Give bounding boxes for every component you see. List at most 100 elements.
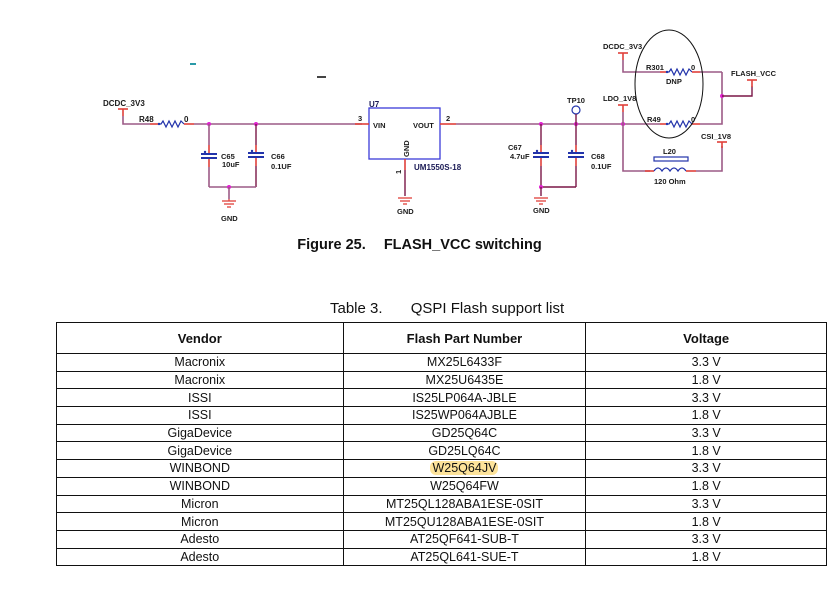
c66-ref: C66 — [271, 152, 285, 161]
part-number-cell: W25Q64FW — [342, 476, 587, 496]
voltage-cell: 3.3 V — [585, 494, 827, 514]
voltage-cell: 3.3 V — [585, 388, 827, 408]
voltage-cell: 1.8 V — [585, 547, 827, 567]
resistor-r48: R48 0 — [139, 115, 189, 129]
part-number-cell: MX25U6435E — [342, 370, 587, 390]
vendor-cell: GigaDevice — [56, 441, 344, 461]
voltage-cell: 3.3 V — [585, 529, 827, 549]
capacitor-c68: C68 0.1UF — [568, 124, 612, 187]
r48-value: 0 — [184, 115, 189, 124]
c68-ref: C68 — [591, 152, 605, 161]
u7-part-number: UM1550S-18 — [414, 163, 462, 172]
c65-value: 10uF — [222, 160, 240, 169]
gnd-label-u7: GND — [397, 207, 414, 216]
figure-number: Figure 25. — [297, 237, 366, 253]
vendor-cell: Micron — [56, 494, 344, 514]
vendor-cell: Macronix — [56, 353, 344, 372]
part-number-cell: AT25QL641-SUE-T — [342, 547, 587, 567]
u7-pin2: 2 — [446, 114, 450, 123]
resistor-r49: R49 0 — [647, 115, 695, 129]
flash-vcc-schematic: DCDC_3V3 R48 0 C65 10uF C66 0.1UF — [103, 29, 777, 223]
header-flash-part-number: Flash Part Number — [342, 322, 587, 354]
u7-vout-label: VOUT — [413, 121, 434, 130]
r301-dnp-note: DNP — [666, 77, 682, 86]
c65-ref: C65 — [221, 152, 235, 161]
figure-caption: Figure 25. FLASH_VCC switching — [0, 237, 839, 253]
gnd-symbol-left: GND — [221, 187, 238, 223]
vendor-cell: Macronix — [56, 370, 344, 390]
vendor-cell: Micron — [56, 512, 344, 531]
u7-ref: U7 — [369, 100, 380, 109]
r48-ref: R48 — [139, 115, 154, 124]
table-caption: Table 3. QSPI Flash support list — [330, 300, 564, 317]
vendor-cell: ISSI — [56, 406, 344, 425]
voltage-cell: 1.8 V — [585, 441, 827, 461]
vendor-cell: WINBOND — [56, 459, 344, 478]
u7-vin-label: VIN — [373, 121, 386, 130]
gnd-symbol-right: GND — [533, 187, 550, 215]
vendor-cell: GigaDevice — [56, 423, 344, 443]
net-label-flash-vcc: FLASH_VCC — [731, 69, 777, 78]
l20-value: 120 Ohm — [654, 177, 686, 186]
regulator-u7: U7 3 VIN VOUT 2 GND UM1550S-18 1 GND — [355, 100, 462, 216]
dcdc-3v3-power-port-left: DCDC_3V3 — [103, 99, 145, 116]
vendor-cell: Adesto — [56, 547, 344, 567]
capacitor-c65: C65 10uF — [201, 124, 240, 187]
figure-title: FLASH_VCC switching — [383, 237, 542, 253]
vendor-cell: Adesto — [56, 529, 344, 549]
tp10-ref: TP10 — [567, 96, 585, 105]
net-label-csi-1v8: CSI_1V8 — [701, 132, 731, 141]
stray-mark — [317, 76, 326, 78]
ldo-1v8-power-port: LDO_1V8 — [603, 94, 636, 124]
voltage-cell: 3.3 V — [585, 423, 827, 443]
part-number-cell: IS25WP064AJBLE — [342, 406, 587, 425]
voltage-cell: 1.8 V — [585, 370, 827, 390]
net-label-ldo-1v8: LDO_1V8 — [603, 94, 636, 103]
capacitor-c67: C67 4.7uF — [508, 124, 549, 187]
flash-vcc-power-port: FLASH_VCC — [731, 69, 777, 87]
c67-value: 4.7uF — [510, 152, 530, 161]
voltage-cell: 1.8 V — [585, 406, 827, 425]
part-number-cell: GD25LQ64C — [342, 441, 587, 461]
voltage-cell: 1.8 V — [585, 512, 827, 531]
u7-gnd-pin-label: GND — [402, 140, 411, 157]
dnp-annotation-ellipse — [634, 29, 704, 139]
table-number: Table 3. — [330, 300, 383, 317]
u7-pin1: 1 — [394, 170, 403, 174]
capacitor-c66: C66 0.1UF — [248, 124, 292, 187]
gnd-label-right: GND — [533, 206, 550, 215]
part-number-cell: W25Q64JV — [342, 459, 587, 478]
part-number-cell: MT25QL128ABA1ESE-0SIT — [342, 494, 587, 514]
table-title: QSPI Flash support list — [410, 300, 565, 317]
vendor-cell: WINBOND — [56, 476, 344, 496]
test-point-tp10: TP10 — [567, 96, 585, 124]
c66-value: 0.1UF — [271, 162, 292, 171]
l20-ref: L20 — [663, 147, 676, 156]
vendor-cell: ISSI — [56, 388, 344, 408]
header-voltage: Voltage — [585, 322, 827, 354]
part-number-cell: GD25Q64C — [342, 423, 587, 443]
c67-ref: C67 — [508, 143, 522, 152]
r301-value: 0 — [691, 63, 695, 72]
qspi-flash-support-table: Vendor Flash Part Number Voltage Macroni… — [56, 322, 827, 567]
resistor-r301: R301 0 DNP — [646, 63, 695, 86]
c68-value: 0.1UF — [591, 162, 612, 171]
u7-pin3: 3 — [358, 114, 362, 123]
voltage-cell: 1.8 V — [585, 476, 827, 496]
r49-ref: R49 — [647, 115, 661, 124]
csi-1v8-power-port: CSI_1V8 — [701, 132, 731, 148]
r301-ref: R301 — [646, 63, 664, 72]
r49-value: 0 — [691, 115, 695, 124]
voltage-cell: 3.3 V — [585, 353, 827, 372]
part-number-cell: IS25LP064A-JBLE — [342, 388, 587, 408]
